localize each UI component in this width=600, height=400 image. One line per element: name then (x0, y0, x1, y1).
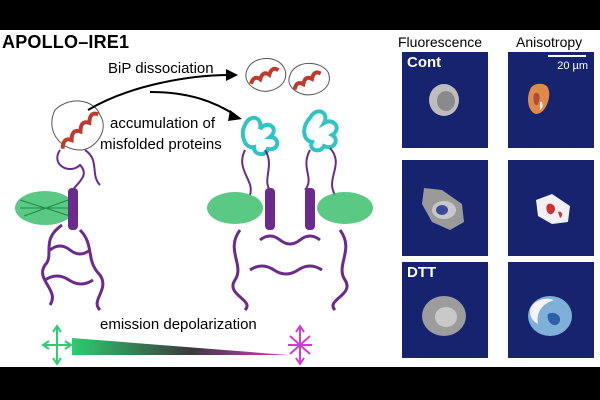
cell-image-aniso-dtt (528, 296, 572, 336)
anisotropy-panel-middle (508, 160, 594, 256)
panel-tag-control: Cont (407, 54, 442, 71)
gfp-barrel-dimer-right (317, 192, 373, 224)
fluorescence-panel-middle (402, 160, 488, 256)
dissociated-bip (245, 58, 330, 96)
emission-depolarization-label: emission depolarization (100, 316, 257, 333)
accumulation-label-line1: accumulation of (110, 115, 216, 132)
cell-image-fluor-middle (422, 188, 464, 230)
bip-helix-left (60, 111, 99, 149)
cell-image-aniso-middle (536, 194, 570, 224)
scale-bar (548, 55, 586, 57)
ire1-dimer-structure (207, 109, 373, 312)
gfp-barrel-dimer-left (207, 192, 263, 224)
process-arrows (87, 69, 242, 121)
top-letterbox (0, 0, 600, 30)
figure-title: APOLLO–IRE1 (2, 32, 130, 52)
depolarized-emission-icon (288, 324, 312, 366)
bottom-letterbox (0, 367, 600, 400)
cell-image-aniso-control (528, 83, 550, 114)
misfolded-proteins (240, 109, 339, 156)
scale-bar-label: 20 µm (557, 60, 588, 72)
anisotropy-panel-dtt (508, 262, 594, 358)
fluorescence-column-header: Fluorescence (398, 34, 483, 50)
bip-dissociation-label: BiP dissociation (108, 60, 214, 77)
cell-image-fluor-dtt (422, 296, 466, 336)
accumulation-label-line2: misfolded proteins (100, 136, 222, 153)
panel-tag-dtt: DTT (407, 264, 437, 281)
gfp-barrel-left (15, 191, 75, 225)
anisotropy-panel-control: 20 µm (508, 52, 594, 148)
parallel-polarization-icon (41, 324, 73, 366)
anisotropy-column-header: Anisotropy (516, 34, 583, 50)
fluorescence-panel-dtt: DTT (402, 262, 488, 358)
depolarization-gradient (72, 338, 288, 355)
ire1-left-structure (15, 100, 105, 312)
fluorescence-panel-control: Cont (402, 52, 488, 148)
cell-image-fluor-control (429, 84, 459, 116)
